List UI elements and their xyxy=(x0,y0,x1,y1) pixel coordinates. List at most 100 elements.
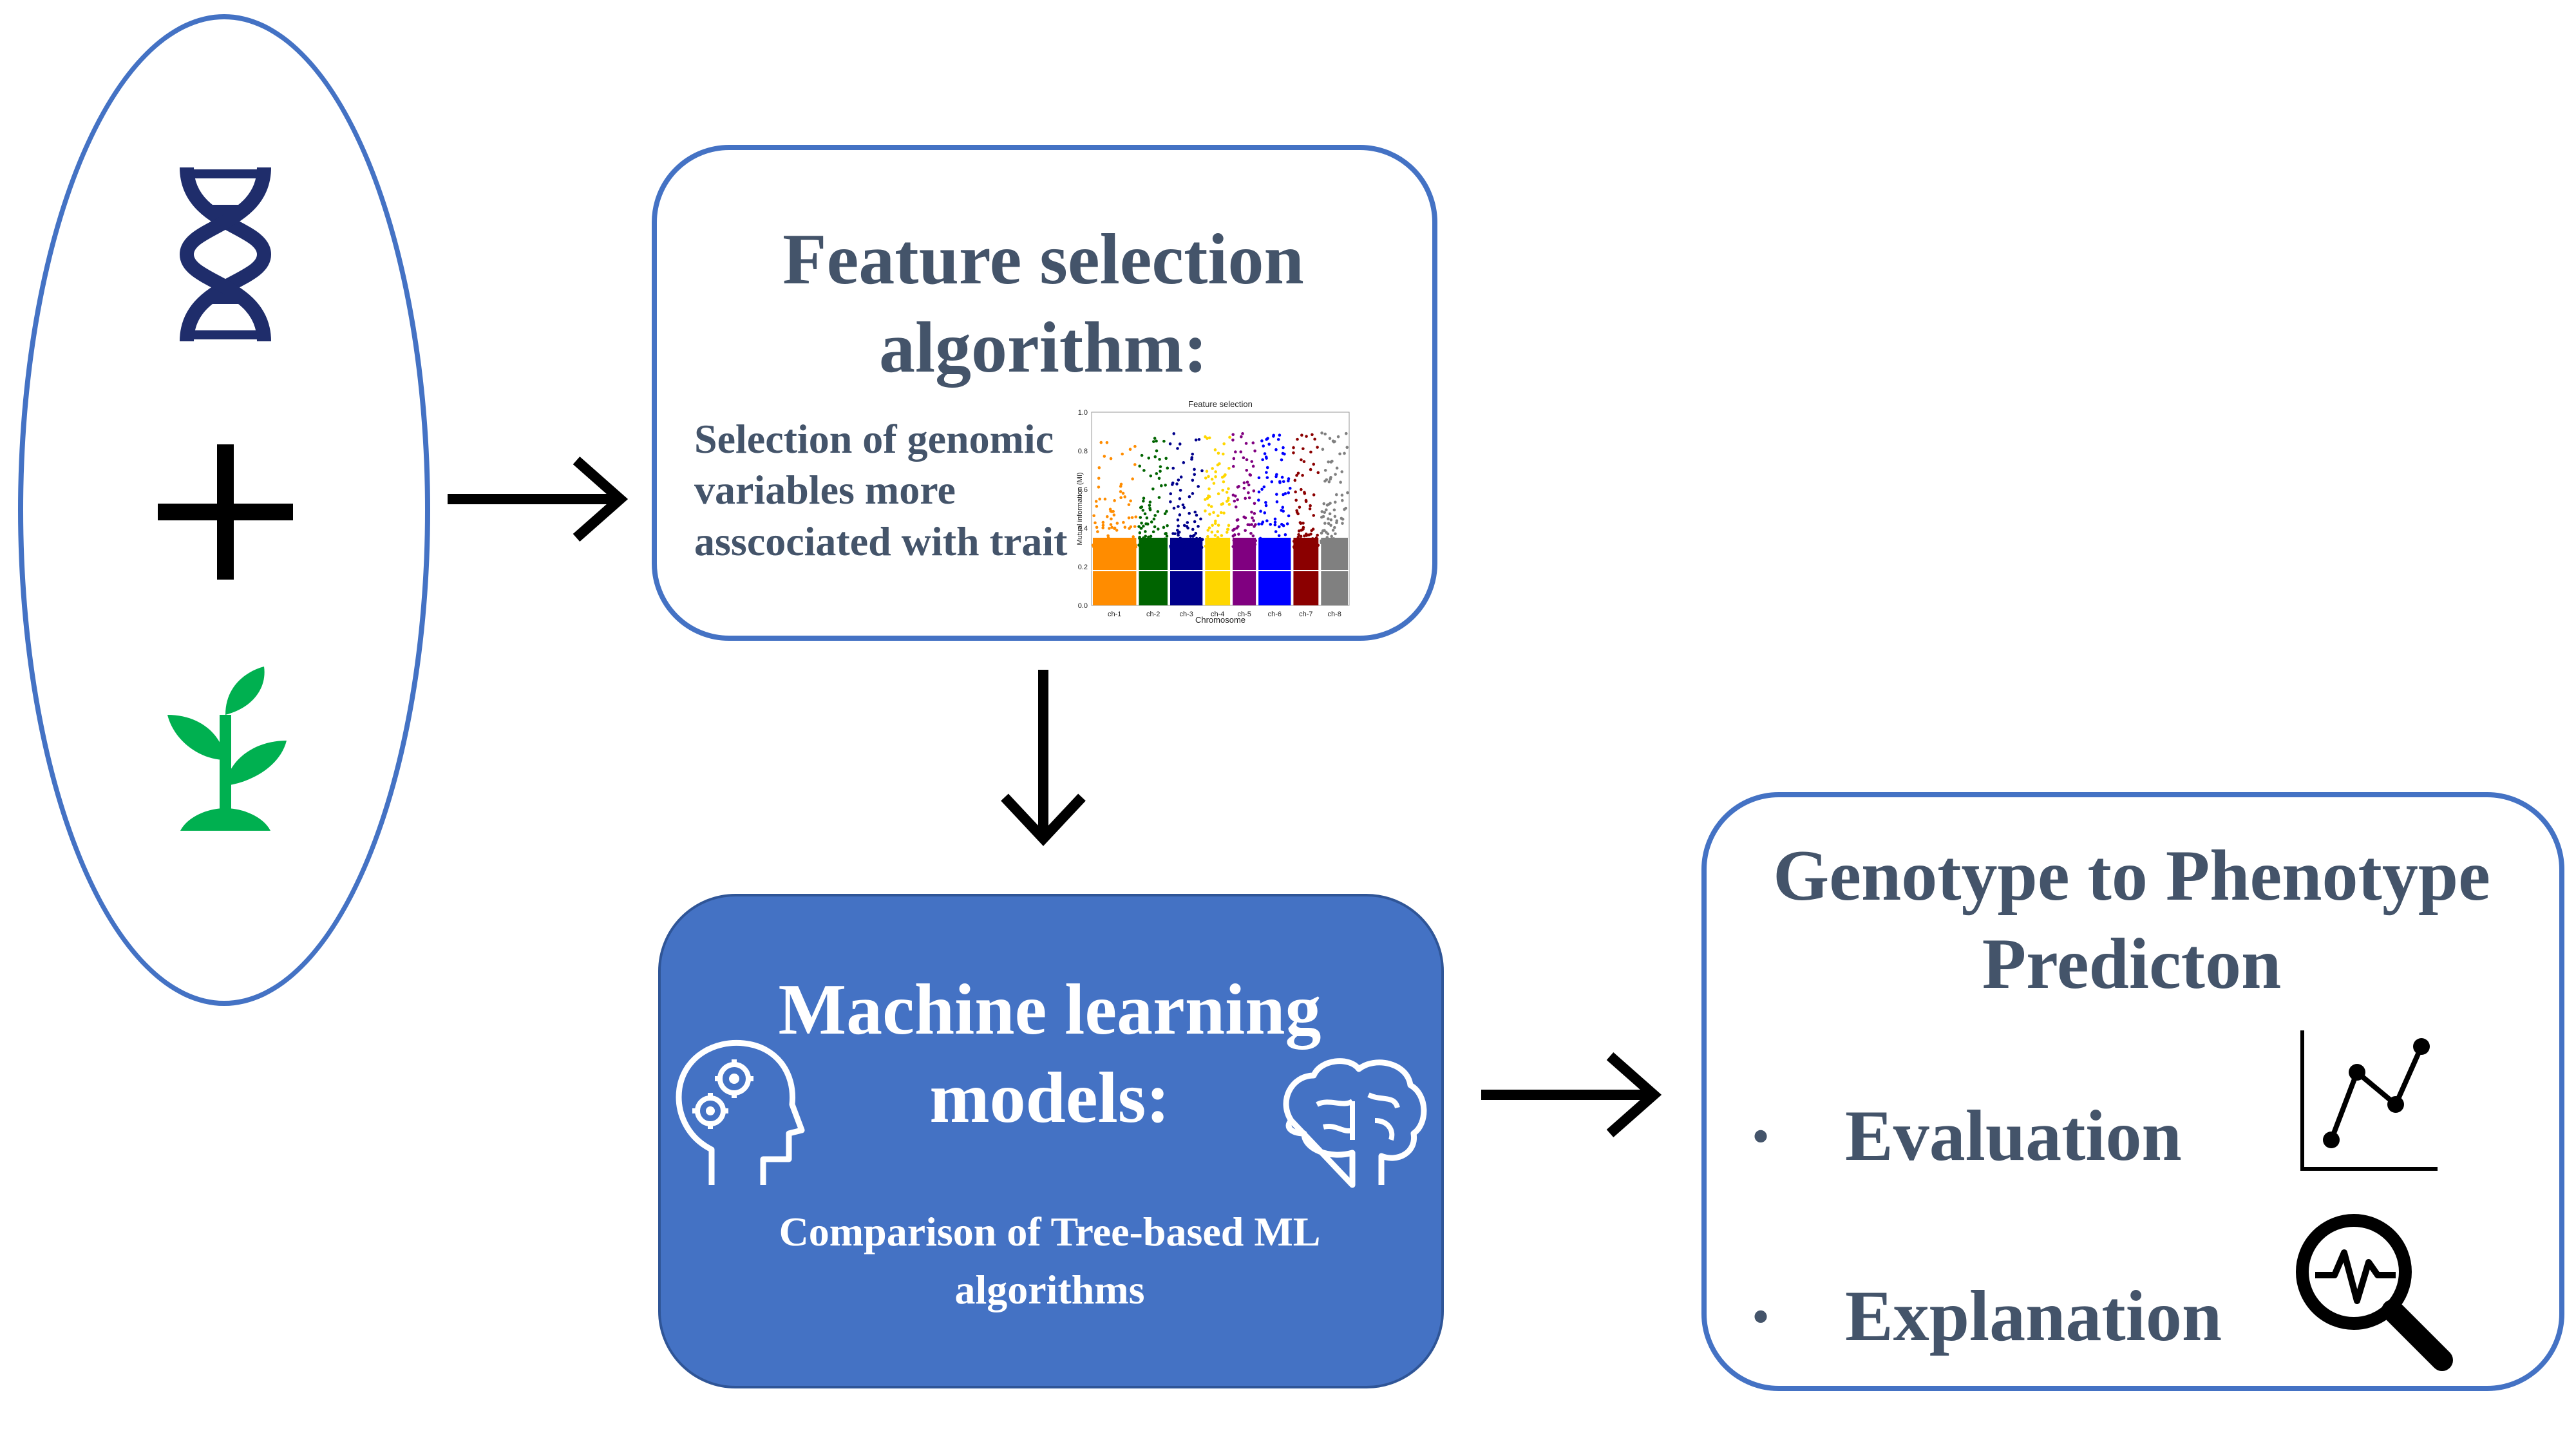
chart-point xyxy=(1142,536,1145,540)
chart-point xyxy=(1345,431,1348,435)
chart-point xyxy=(1217,492,1220,496)
chart-point xyxy=(1166,466,1170,470)
chart-point xyxy=(1177,531,1180,535)
chart-point xyxy=(1251,516,1254,520)
chart-point xyxy=(1323,479,1327,483)
chart-point xyxy=(1204,509,1207,513)
chart-point xyxy=(1119,484,1122,488)
chart-point xyxy=(1133,525,1137,528)
chart-point-cluster xyxy=(1093,538,1137,605)
chart-point xyxy=(1323,522,1327,525)
chart-point xyxy=(1333,500,1337,504)
chart-point xyxy=(1109,457,1113,460)
chart-point xyxy=(1171,466,1175,470)
chart-point xyxy=(1216,536,1220,539)
chart-point xyxy=(1159,469,1162,473)
chart-point xyxy=(1232,538,1236,542)
chart-point xyxy=(1280,522,1283,526)
chart-point xyxy=(1231,529,1235,532)
chart-point xyxy=(1094,545,1097,549)
arrow-to-ml-models xyxy=(1001,670,1086,846)
chart-point xyxy=(1245,480,1249,484)
chart-point xyxy=(1228,435,1231,439)
chart-point xyxy=(1236,541,1240,544)
chart-point xyxy=(1097,477,1101,480)
bullet-dot-explanation: • xyxy=(1752,1289,1770,1345)
chart-point xyxy=(1265,545,1269,548)
chart-point xyxy=(1142,524,1145,528)
chart-point xyxy=(1251,464,1255,468)
chart-point xyxy=(1174,540,1177,544)
chart-point xyxy=(1269,522,1273,526)
magnifier-pulse-icon xyxy=(2296,1214,2453,1371)
chart-point xyxy=(1096,530,1099,533)
chart-point xyxy=(1321,448,1325,451)
chart-point xyxy=(1245,458,1249,462)
chart-point xyxy=(1216,530,1220,533)
chart-point xyxy=(1221,488,1225,492)
chart-point xyxy=(1172,432,1176,435)
chart-point xyxy=(1141,499,1145,503)
chart-point xyxy=(1162,526,1166,529)
chart-point xyxy=(1113,499,1116,502)
chart-point-cluster xyxy=(1258,538,1291,605)
chart-point xyxy=(1172,506,1176,510)
chart-point xyxy=(1208,538,1211,542)
chart-point xyxy=(1137,544,1141,547)
chart-point xyxy=(1265,471,1268,474)
chart-point xyxy=(1344,544,1348,548)
chart-point xyxy=(1247,483,1251,487)
chart-point xyxy=(1213,534,1217,537)
chart-point xyxy=(1282,446,1285,450)
chart-point xyxy=(1234,450,1237,454)
dna-icon xyxy=(179,167,272,342)
chart-point xyxy=(1206,437,1209,440)
chart-point xyxy=(1157,496,1161,499)
arrow-to-feature-selection xyxy=(448,457,629,542)
chart-point xyxy=(1188,511,1191,515)
chart-point xyxy=(1194,544,1198,547)
chart-point xyxy=(1160,484,1163,488)
chart-point xyxy=(1316,533,1319,537)
chart-point xyxy=(1205,469,1209,473)
chart-point xyxy=(1287,479,1290,483)
chart-point xyxy=(1194,531,1198,535)
chart-point xyxy=(1333,526,1336,529)
chart-point xyxy=(1300,458,1303,462)
chart-point-cluster xyxy=(1321,538,1348,605)
chart-point xyxy=(1322,502,1326,506)
chart-point xyxy=(1244,516,1247,520)
chart-point xyxy=(1162,439,1166,443)
chart-point xyxy=(1098,545,1101,549)
chart-point xyxy=(1336,543,1339,547)
chart-point xyxy=(1287,477,1291,480)
chart-point xyxy=(1225,531,1229,534)
chart-point xyxy=(1260,488,1264,491)
chart-point xyxy=(1265,519,1269,522)
chart-point xyxy=(1138,531,1142,535)
chart-point xyxy=(1276,438,1280,441)
chart-point xyxy=(1257,490,1261,494)
chart-point xyxy=(1200,538,1204,542)
chart-point xyxy=(1334,473,1337,476)
chart-point xyxy=(1098,497,1101,501)
chart-point xyxy=(1117,545,1121,549)
chart-point xyxy=(1262,485,1266,489)
chart-point xyxy=(1092,514,1095,518)
chart-point xyxy=(1142,469,1146,472)
chart-point xyxy=(1146,522,1150,526)
chart-point xyxy=(1155,449,1159,453)
chart-point xyxy=(1224,545,1227,549)
chart-point xyxy=(1299,535,1303,538)
chart-point-cluster xyxy=(1170,538,1203,605)
chart-point xyxy=(1199,540,1203,544)
chart-point xyxy=(1152,540,1155,544)
chart-point xyxy=(1217,514,1220,518)
chart-point xyxy=(1122,520,1125,524)
chart-point xyxy=(1341,522,1344,525)
chart-point xyxy=(1323,432,1327,436)
chart-point xyxy=(1311,537,1314,540)
chart-point xyxy=(1227,539,1230,542)
chart-point xyxy=(1253,502,1256,506)
chart-point xyxy=(1144,535,1148,538)
